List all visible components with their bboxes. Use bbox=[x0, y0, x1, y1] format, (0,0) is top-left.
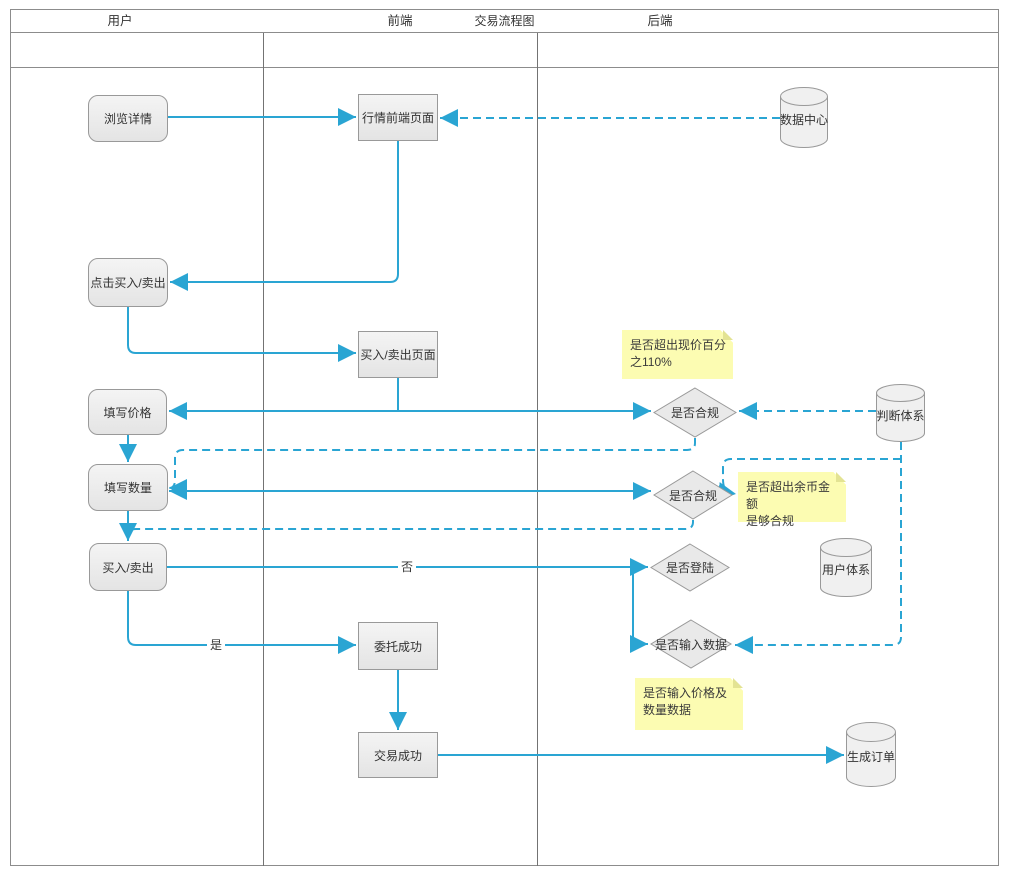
node-label: 交易成功 bbox=[373, 748, 422, 763]
pool-border bbox=[10, 9, 999, 866]
node-label: 是否登陆 bbox=[665, 561, 714, 575]
edge-click-to-buysellpage bbox=[127, 307, 356, 362]
node-browse-detail[interactable]: 浏览详情 bbox=[88, 95, 168, 142]
node-entrust-success[interactable]: 委托成功 bbox=[358, 622, 438, 670]
edge-yes-to-entrust bbox=[127, 591, 356, 654]
node-label: 生成订单 bbox=[846, 750, 895, 764]
node-check-price-decision[interactable]: 是否合规 bbox=[653, 387, 737, 438]
edge-label-yes: 是 bbox=[207, 638, 226, 652]
note-input-check[interactable]: 是否输入价格及 数量数据 bbox=[635, 678, 743, 730]
edge-checkprice-to-fillquantity bbox=[168, 438, 696, 497]
edge-judge-to-checkinput bbox=[735, 442, 902, 654]
lane-label-frontend: 前端 bbox=[387, 14, 413, 28]
node-create-order-db[interactable]: 生成订单 bbox=[846, 722, 896, 787]
node-label: 填写价格 bbox=[103, 405, 152, 420]
node-fill-price[interactable]: 填写价格 bbox=[88, 389, 167, 435]
node-user-system-db[interactable]: 用户体系 bbox=[820, 538, 872, 597]
node-label: 是否合规 bbox=[670, 406, 719, 420]
node-buy-sell[interactable]: 买入/卖出 bbox=[89, 543, 167, 591]
edge-checkquantity-to-buysell bbox=[127, 520, 694, 538]
diagram-title: 交易流程图 bbox=[10, 9, 999, 33]
node-label: 委托成功 bbox=[373, 639, 422, 654]
node-label: 是否合规 bbox=[668, 488, 717, 503]
edge-no-branch-to-checkinput bbox=[630, 567, 648, 653]
lane-divider-2 bbox=[537, 33, 538, 866]
node-label: 买入/卖出页面 bbox=[360, 348, 436, 362]
lane-label-backend: 后端 bbox=[647, 14, 673, 28]
node-data-center-db[interactable]: 数据中心 bbox=[780, 87, 828, 148]
note-price-limit[interactable]: 是否超出现价百分 之110% bbox=[622, 330, 733, 379]
node-label: 买入/卖出 bbox=[102, 560, 154, 575]
node-label: 行情前端页面 bbox=[361, 111, 434, 125]
node-check-login-decision[interactable]: 是否登陆 bbox=[650, 543, 730, 592]
node-label: 数据中心 bbox=[780, 113, 829, 127]
node-label: 用户体系 bbox=[821, 563, 870, 577]
node-check-input-decision[interactable]: 是否输入数据 bbox=[650, 619, 732, 669]
node-label: 浏览详情 bbox=[103, 112, 152, 126]
node-market-page[interactable]: 行情前端页面 bbox=[358, 94, 438, 141]
lane-divider-1 bbox=[263, 33, 264, 866]
edge-marketpage-to-click bbox=[170, 141, 399, 291]
node-trade-success[interactable]: 交易成功 bbox=[358, 732, 438, 778]
node-check-quantity-decision[interactable]: 是否合规 bbox=[653, 470, 733, 520]
node-label: 点击买入/卖出 bbox=[90, 276, 166, 290]
lane-label-user: 用户 bbox=[107, 14, 133, 28]
lane-header-row bbox=[10, 33, 999, 68]
node-label: 是否输入数据 bbox=[654, 637, 727, 652]
note-balance-check[interactable]: 是否超出余币金额 是够合规 bbox=[738, 472, 846, 528]
node-judge-system-db[interactable]: 判断体系 bbox=[876, 384, 925, 442]
node-buy-sell-page[interactable]: 买入/卖出页面 bbox=[358, 331, 438, 378]
node-fill-quantity[interactable]: 填写数量 bbox=[88, 464, 168, 511]
node-label: 填写数量 bbox=[103, 481, 152, 495]
edge-label-no: 否 bbox=[398, 560, 417, 574]
node-click-buy-sell[interactable]: 点击买入/卖出 bbox=[88, 258, 168, 307]
node-label: 判断体系 bbox=[876, 408, 925, 423]
